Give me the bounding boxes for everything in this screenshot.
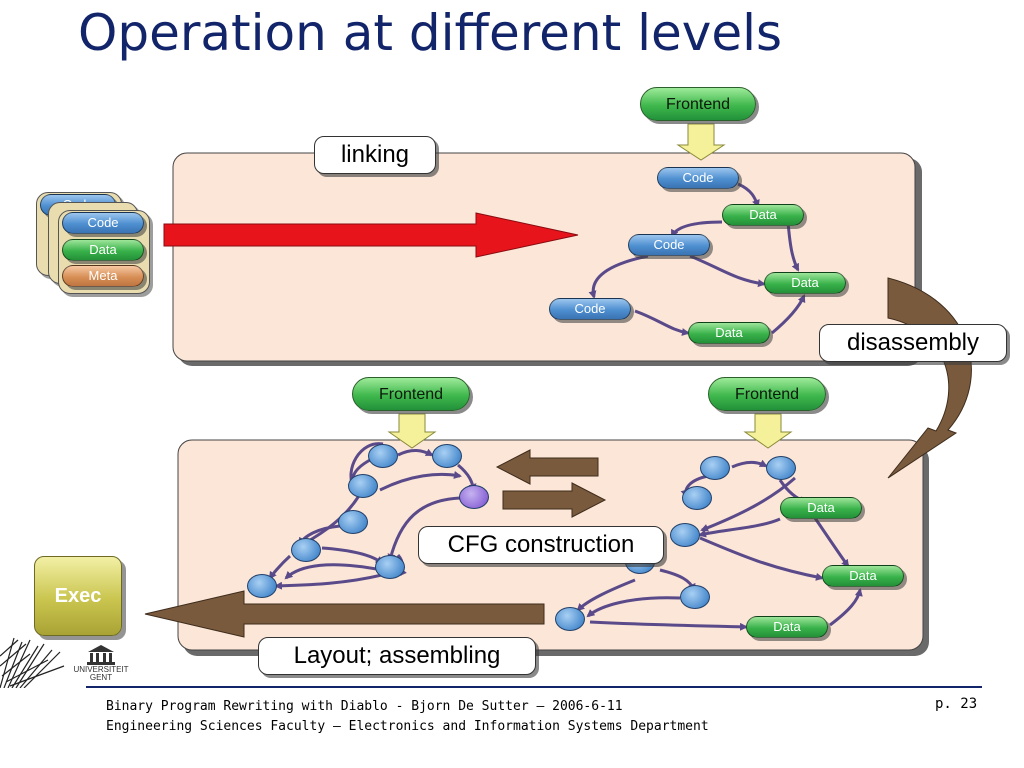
linked-code-1: Code [657,167,739,189]
cfg-right-data-2: Data [822,565,904,587]
cfg-left-node [375,555,405,579]
frontend-bottom-left: Frontend [352,377,470,411]
cfg-right-data-3: Data [746,616,828,638]
layout-arrow [144,590,545,638]
cfg-right-data-1: Data [780,497,862,519]
linked-data-2: Data [764,272,846,294]
university-name-line2: GENT [89,673,113,682]
cfg-right-node [555,607,585,631]
cfg-left-node [348,474,378,498]
cfg-construction-label: CFG construction [418,526,664,564]
cfg-left-node [291,538,321,562]
cfg-arrow-right [502,482,607,518]
cfg-right-node [766,456,796,480]
footer-divider [86,686,982,688]
cfg-left-node-highlight [459,485,489,509]
linking-panel [172,152,916,362]
frontend-top: Frontend [640,87,756,121]
slide-title: Operation at different levels [78,4,783,62]
linked-data-1: Data [722,204,804,226]
cfg-right-node [670,523,700,547]
layout-label: Layout; assembling [258,637,536,675]
footer-line-2: Engineering Sciences Faculty – Electroni… [106,719,709,734]
university-logo-mark [0,637,65,688]
university-name-line1: UNIVERSITEIT [73,665,129,674]
disassembly-label: disassembly [819,324,1007,362]
university-name: UNIVERSITEIT GENT [72,666,130,682]
frontend-arrow-bottom-right [743,413,793,449]
cfg-right-node [680,585,710,609]
object-data: Data [62,239,144,261]
footer-line-1: Binary Program Rewriting with Diablo - B… [106,699,623,714]
cfg-right-node [700,456,730,480]
linked-code-2: Code [628,234,710,256]
exec-box: Exec [34,556,122,636]
object-meta: Meta [62,265,144,287]
linking-arrow [163,212,579,258]
cfg-right-node [682,486,712,510]
cfg-left-node [338,510,368,534]
frontend-arrow-top [676,123,726,161]
cfg-left-node [368,444,398,468]
linked-data-3: Data [688,322,770,344]
frontend-bottom-right: Frontend [708,377,826,411]
cfg-left-node [247,574,277,598]
university-building-icon [87,645,115,665]
cfg-arrow-left [495,449,599,485]
cfg-left-node [432,444,462,468]
object-code: Code [62,212,144,234]
page-number: p. 23 [935,696,978,712]
linked-graph-edges [588,182,806,336]
frontend-arrow-bottom-left [387,413,437,449]
linked-code-3: Code [549,298,631,320]
linking-label: linking [314,136,436,174]
